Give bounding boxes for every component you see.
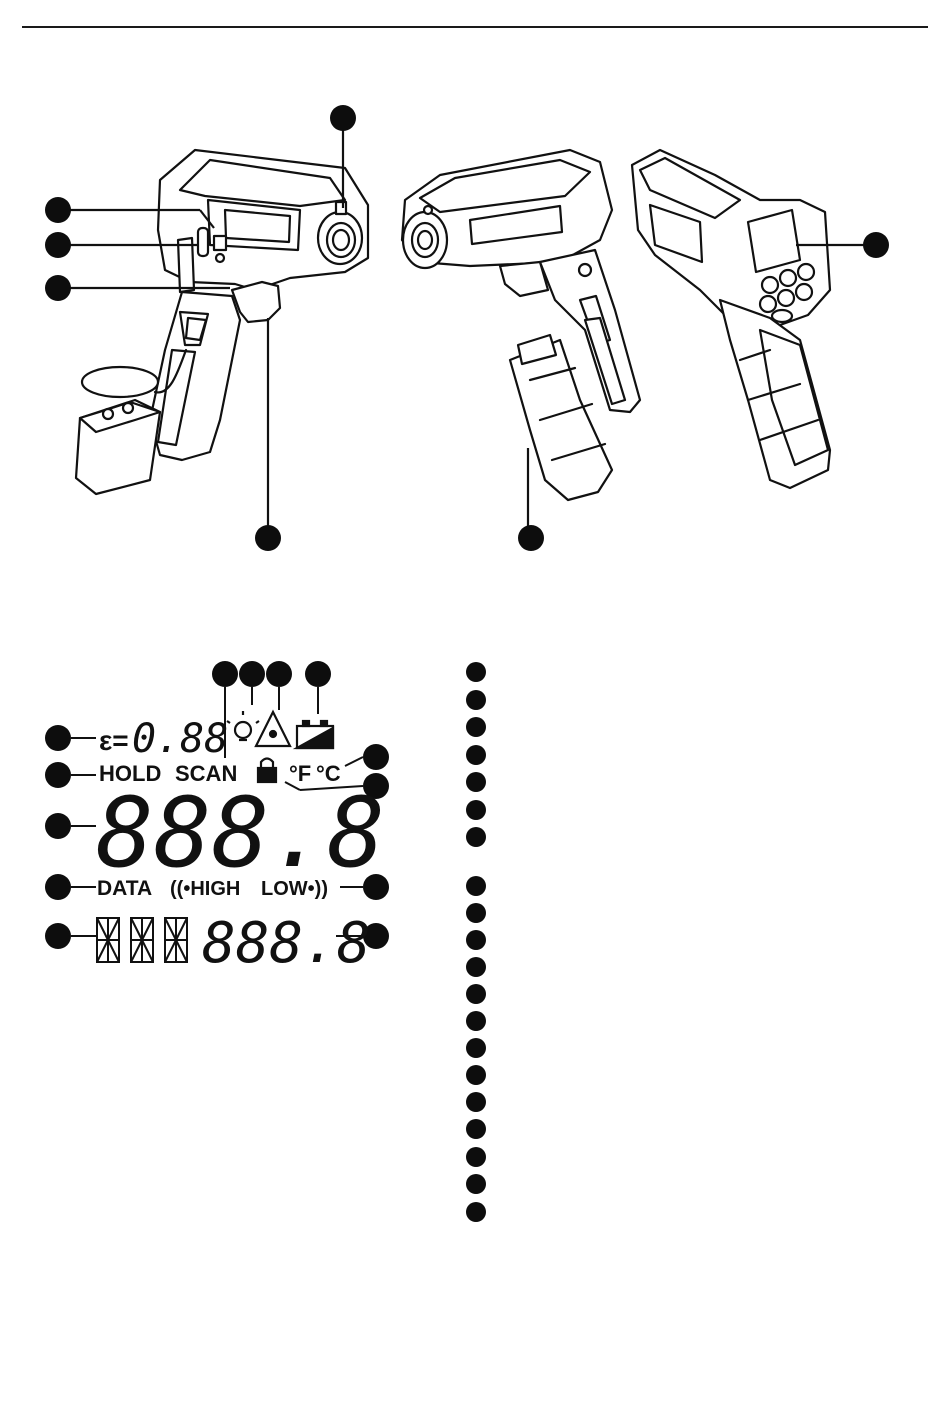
alpha-segment [165,918,187,962]
callout-marker [45,923,71,949]
legend-marker [466,930,486,950]
callout-marker [45,232,71,258]
legend-marker [466,1038,486,1058]
legend-markers [466,662,486,1222]
callout-marker [863,232,889,258]
light-bulb-icon [227,711,259,740]
legend-marker [466,1174,486,1194]
battery-icon [297,721,333,748]
callout-marker [45,762,71,788]
legend-marker [466,1092,486,1112]
callout-marker [45,874,71,900]
legend-marker [466,984,486,1004]
thermometer-middle-view [402,150,640,500]
legend-marker [466,745,486,765]
low-alarm-label: LOW•)) [261,878,328,900]
callout-marker [212,661,238,687]
callout-marker [518,525,544,551]
emissivity-symbol: ε= [99,725,129,756]
legend-marker [466,876,486,896]
callout-marker [266,661,292,687]
lcd-diagram: ε= 0.88 HOLD SCAN °F °C 888.8 DATA ((•HI… [45,661,389,976]
legend-marker [466,1065,486,1085]
legend-marker [466,1119,486,1139]
thermometer-right-view [632,150,830,488]
callout-marker [255,525,281,551]
alpha-segment [97,918,119,962]
legend-marker [466,827,486,847]
legend-marker [466,717,486,737]
legend-marker [466,662,486,682]
callout-marker [239,661,265,687]
callout-marker [45,275,71,301]
legend-marker [466,800,486,820]
legend-marker [466,772,486,792]
secondary-reading-digits: 888.8 [202,911,371,976]
laser-warning-icon [256,712,290,746]
legend-marker [466,1147,486,1167]
callout-marker [45,813,71,839]
callout-marker [305,661,331,687]
high-alarm-label: ((•HIGH [170,878,240,900]
legend-marker [466,1011,486,1031]
legend-marker [466,690,486,710]
emissivity-value: 0.88 [132,716,228,762]
callout-marker [45,197,71,223]
alphanumeric-segments [97,918,187,962]
thermometer-left-view [76,150,368,494]
alpha-segment [131,918,153,962]
data-label: DATA [97,877,152,900]
legend-marker [466,1202,486,1222]
main-reading-digits: 888.8 [96,777,385,889]
callout-marker [363,744,389,770]
legend-marker [466,903,486,923]
callout-marker [45,725,71,751]
legend-marker [466,957,486,977]
callout-marker [330,105,356,131]
